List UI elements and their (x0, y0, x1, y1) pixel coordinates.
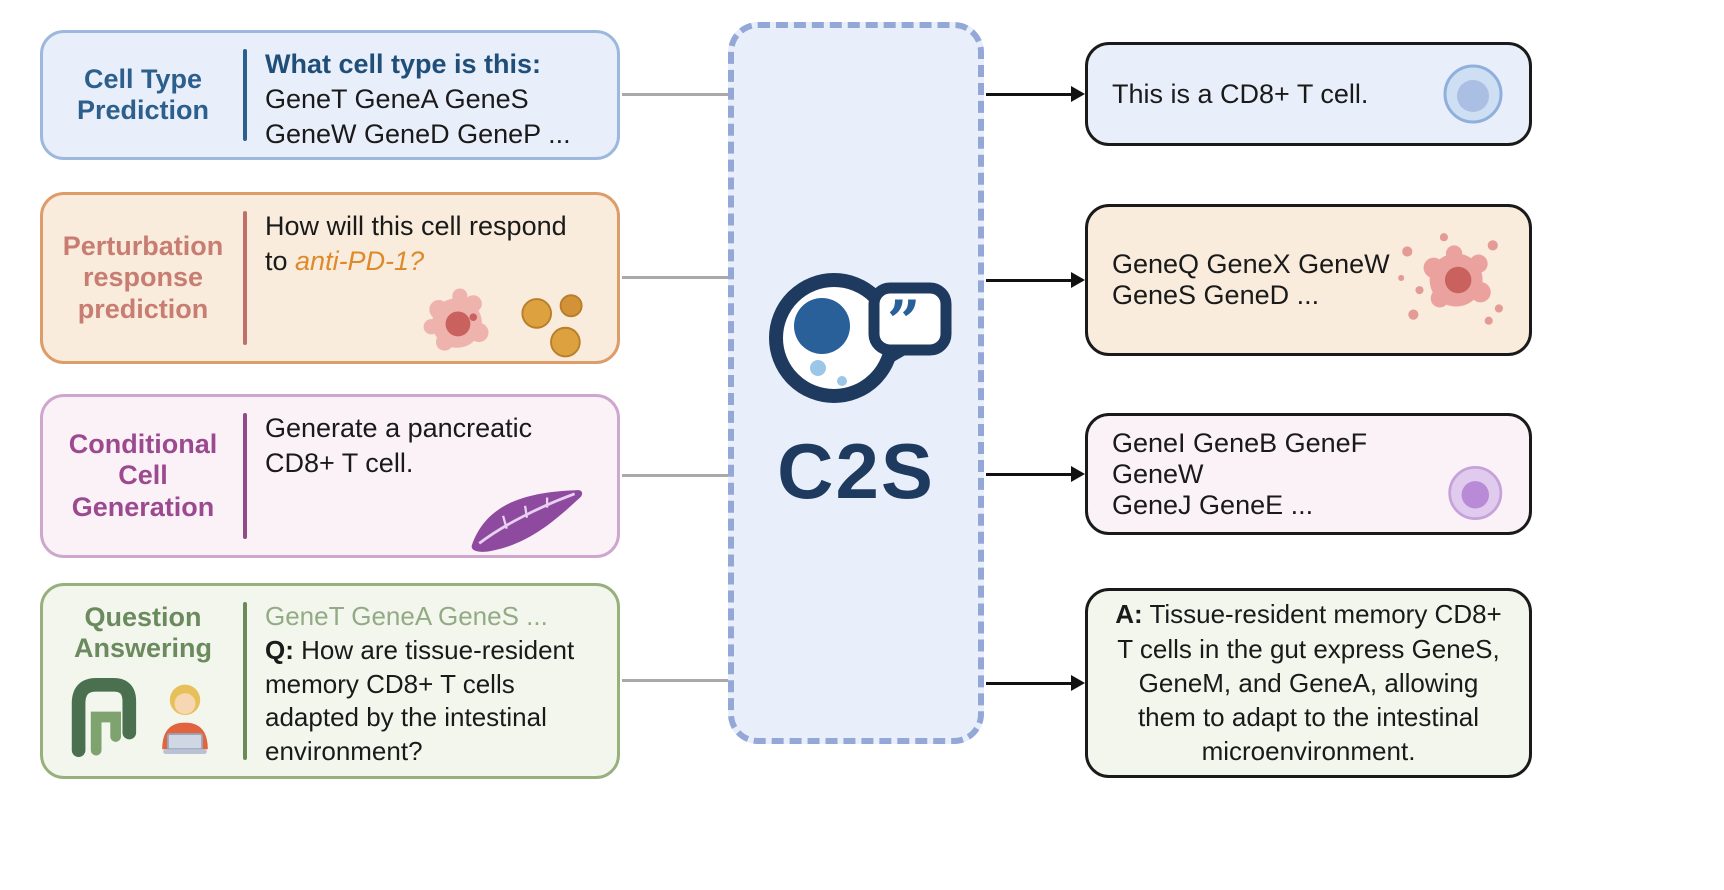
connector-task1 (622, 93, 728, 96)
divider (243, 602, 247, 760)
intestine-icon (71, 678, 137, 757)
task-prompt-generation: Generate a pancreatic CD8+ T cell. (247, 397, 617, 555)
task-prompt-cell-type: What cell type is this: GeneT GeneA Gene… (247, 33, 617, 157)
q-label: Q: (265, 634, 294, 665)
output-text: This is a CD8+ T cell. (1112, 78, 1369, 109)
task-prompt-question: GeneT GeneA GeneS ... Q: How are tissue-… (247, 586, 617, 776)
task-label-cell-type-prediction: Cell Type Prediction (76, 63, 210, 125)
task-prompt-perturbation: How will this cell respond to anti-PD-1? (247, 195, 617, 361)
task-label-conditional-generation: Conditional Cell Generation (68, 429, 218, 522)
answer-text: A: Tissue-resident memory CD8+ T cells i… (1115, 599, 1502, 767)
task-label-text: Question Answering (73, 601, 213, 663)
cd8-t-cell-icon (1443, 64, 1503, 124)
svg-text:”: ” (887, 288, 920, 356)
generated-cell-icon (1448, 466, 1503, 520)
divider (243, 49, 247, 141)
connector-task4 (622, 679, 728, 682)
connector-task2 (622, 276, 728, 279)
c2s-model-box: ” C2S (728, 22, 984, 744)
pancreas-icon (471, 490, 583, 553)
c2s-logo-text: C2S (777, 426, 935, 515)
cell-speech-bubble-logo-icon: ” (769, 272, 952, 403)
arrow-output4 (986, 675, 1085, 691)
person-laptop-icon (162, 684, 208, 755)
prompt-line: to anti-PD-1? (265, 244, 599, 279)
immune-cell-icon (423, 288, 489, 351)
arrow-output3 (986, 466, 1085, 482)
output-box-answer: A: Tissue-resident memory CD8+ T cells i… (1085, 588, 1532, 778)
anti-pd1-term: anti-PD-1? (295, 246, 425, 277)
question-text: Q: How are tissue-resident memory CD8+ T… (265, 634, 575, 767)
gene-list-line: GeneT GeneA GeneS ... (265, 601, 548, 631)
task-label-perturbation-response: Perturbation response prediction (62, 231, 224, 324)
connector-task3 (622, 474, 728, 477)
output-text: GeneI GeneB GeneF GeneW GeneJ GeneE ... (1112, 427, 1368, 520)
prompt-prefix: to (265, 246, 296, 277)
prompt-line: How will this cell respond (265, 211, 567, 241)
prompt-line: Generate a pancreatic (265, 413, 533, 443)
task-label-question-answering: Question Answering (43, 586, 243, 776)
perturbation-icons (265, 279, 599, 365)
task-box-question-answering: Question Answering GeneT GeneA GeneS ...… (40, 583, 620, 779)
output-box-perturbation: GeneQ GeneX GeneW GeneS GeneD ... (1085, 204, 1532, 356)
divider (243, 413, 247, 539)
arrow-output1 (986, 86, 1085, 102)
divider (243, 211, 247, 345)
prompt-question: What cell type is this: (265, 49, 542, 79)
a-label: A: (1115, 599, 1143, 630)
pancreas-icon-row (265, 481, 599, 559)
cytokine-dots-icon (521, 294, 583, 358)
output-text: GeneQ GeneX GeneW GeneS GeneD ... (1112, 249, 1390, 310)
output-box-generated-cell: GeneI GeneB GeneF GeneW GeneJ GeneE ... (1085, 413, 1532, 535)
arrow-output2 (986, 272, 1085, 288)
prompt-line: CD8+ T cell. (265, 448, 414, 479)
gene-list-line: GeneT GeneA GeneS (265, 84, 529, 115)
task-box-cell-type-prediction: Cell Type Prediction What cell type is t… (40, 30, 620, 160)
task-box-conditional-cell-generation: Conditional Cell Generation Generate a p… (40, 394, 620, 558)
question-answering-icons (63, 672, 223, 760)
perturbed-cell-icon (1398, 233, 1503, 325)
gene-list-line: GeneW GeneD GeneP ... (265, 119, 571, 150)
output-box-cell-type: This is a CD8+ T cell. (1085, 42, 1532, 146)
task-box-perturbation-response: Perturbation response prediction How wil… (40, 192, 620, 364)
